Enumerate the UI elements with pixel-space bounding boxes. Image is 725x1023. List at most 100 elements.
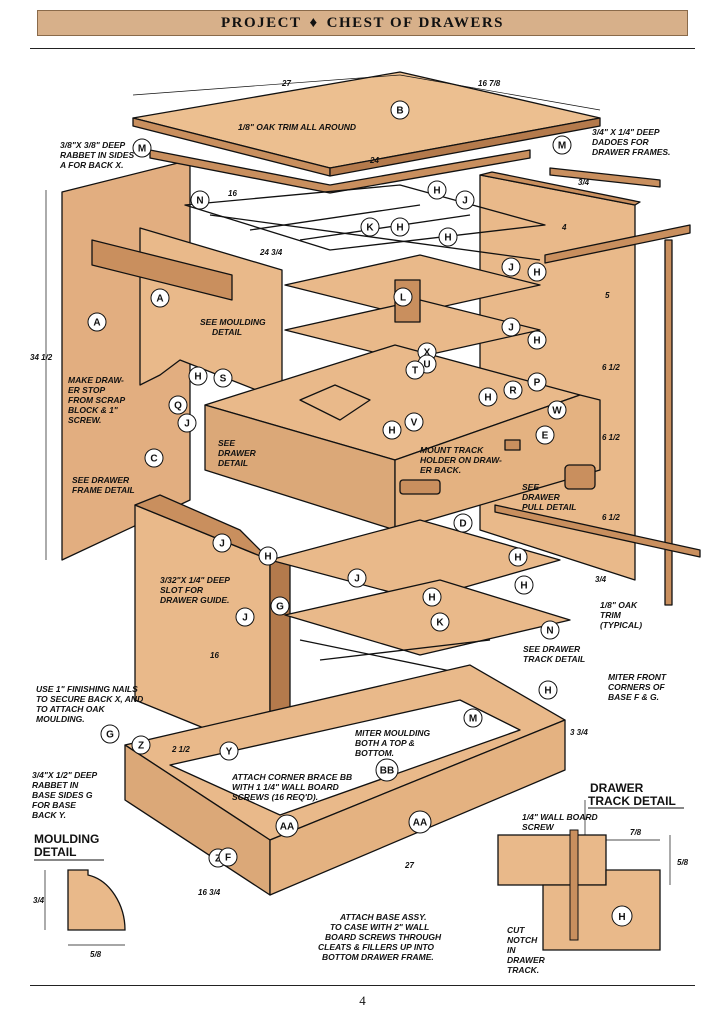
- part-label-circle: [547, 400, 567, 420]
- bottom-rule: [30, 985, 695, 986]
- note-stop-3: FROM SCRAP: [68, 395, 125, 405]
- note-dadoes-2: DADOES FOR: [592, 137, 650, 147]
- part-label: C: [150, 454, 157, 465]
- part-label-circle: [408, 810, 432, 834]
- note-pull-2: DRAWER: [522, 492, 561, 502]
- part-label: A: [93, 318, 100, 329]
- part-label: H: [544, 686, 551, 697]
- note-oak-trim: 1/8" OAK TRIM ALL AROUND: [238, 122, 356, 132]
- part-label-circle: [270, 596, 290, 616]
- part-label-circle: [552, 135, 572, 155]
- part-label-circle: [235, 607, 255, 627]
- part-label-circle: [508, 547, 528, 567]
- part-label: H: [533, 268, 540, 279]
- part-label: H: [433, 186, 440, 197]
- part-label-circle: [188, 366, 208, 386]
- part-label: AA: [413, 818, 427, 829]
- dim-frame-width: 24: [369, 156, 379, 165]
- note-oak-typ-1: 1/8" OAK: [600, 600, 638, 610]
- part-label: K: [366, 223, 374, 234]
- track-part-label: H: [618, 912, 625, 923]
- track-dim-h: 5/8: [677, 858, 689, 867]
- note-brace-2: WITH 1 1/4" WALL BOARD: [232, 782, 339, 792]
- part-label-circle: [390, 100, 410, 120]
- part-label-circle: [275, 814, 299, 838]
- part-label-circle: [347, 568, 367, 588]
- note-rabbet-1: 3/8"X 3/8" DEEP: [60, 140, 126, 150]
- part-label-circle: [382, 420, 402, 440]
- part-label: Q: [174, 401, 182, 412]
- part-label: S: [220, 374, 227, 385]
- note-miter-moulding-2: BOTH A TOP &: [355, 738, 415, 748]
- dim-frame-depth: 16: [228, 189, 237, 198]
- part-label-circle: [87, 312, 107, 332]
- part-label: Z: [138, 741, 144, 752]
- track-notch-4: DRAWER: [507, 955, 546, 965]
- part-label: H: [194, 372, 201, 383]
- note-track-1: MOUNT TRACK: [420, 445, 484, 455]
- part-label: Y: [226, 747, 233, 758]
- moulding-dim-w: 5/8: [90, 950, 102, 959]
- part-label: M: [138, 144, 146, 155]
- part-label-circle: [213, 368, 233, 388]
- note-dadoes-1: 3/4" X 1/4" DEEP: [592, 127, 660, 137]
- part-label-circle: [405, 360, 425, 380]
- part-label: H: [484, 393, 491, 404]
- note-stop-2: ER STOP: [68, 385, 105, 395]
- part-label-circle: [375, 758, 399, 782]
- note-nails-3: TO ATTACH OAK: [36, 704, 105, 714]
- header-separator: ♦: [309, 14, 319, 31]
- part-label-circle: [131, 735, 151, 755]
- note-miter-front-1: MITER FRONT: [608, 672, 667, 682]
- part-label: B: [396, 106, 403, 117]
- track-title-1: DRAWER: [590, 781, 644, 795]
- note-miter-front-2: CORNERS OF: [608, 682, 665, 692]
- part-label-circle: [538, 680, 558, 700]
- part-label-circle: [219, 741, 239, 761]
- part-label-circle: [390, 217, 410, 237]
- dim-d65c: 6 1/2: [602, 513, 620, 522]
- part-label: G: [106, 730, 114, 741]
- note-miter-moulding-1: MITER MOULDING: [355, 728, 430, 738]
- track-screw-2: SCREW: [522, 822, 555, 832]
- note-miter-front-3: BASE F & G.: [608, 692, 659, 702]
- part-label: U: [423, 360, 430, 371]
- note-slot-3: DRAWER GUIDE.: [160, 595, 229, 605]
- moulding-detail: MOULDING DETAIL 3/4 5/8: [33, 832, 126, 959]
- part-label-circle: [503, 380, 523, 400]
- note-base-rabbet-2: RABBET IN: [32, 780, 79, 790]
- part-label: H: [444, 233, 451, 244]
- header-title: CHEST OF DRAWERS: [326, 14, 505, 31]
- track-detail: DRAWER TRACK DETAIL H 1/4" WALL BOARD SC…: [497, 781, 689, 975]
- note-stop-5: SCREW.: [68, 415, 101, 425]
- part-label: Z: [215, 854, 221, 865]
- track-title-2: TRACK DETAIL: [588, 794, 676, 808]
- dim-d65a: 6 1/2: [602, 363, 620, 372]
- part-label: J: [354, 574, 360, 585]
- part-label-circle: [527, 262, 547, 282]
- note-nails-4: MOULDING.: [36, 714, 85, 724]
- dim-d34a: 3/4: [578, 178, 590, 187]
- part-label: H: [428, 593, 435, 604]
- part-label-circle: [501, 257, 521, 277]
- note-track-2: HOLDER ON DRAW-: [420, 455, 502, 465]
- note-brace-1: ATTACH CORNER BRACE BB: [231, 772, 352, 782]
- part-label: G: [276, 602, 284, 613]
- part-label-circle: [404, 412, 424, 432]
- part-label-circle: [501, 317, 521, 337]
- part-label: L: [400, 293, 406, 304]
- part-label-circle: [438, 227, 458, 247]
- part-label: J: [462, 196, 468, 207]
- top-rule: [30, 48, 695, 49]
- note-attach-3: BOARD SCREWS THROUGH: [325, 932, 442, 942]
- part-label: F: [225, 853, 231, 864]
- note-attach-5: BOTTOM DRAWER FRAME.: [322, 952, 434, 962]
- part-label: M: [469, 714, 477, 725]
- note-pull-1: SEE: [522, 482, 539, 492]
- part-label: X: [424, 348, 431, 359]
- part-label: J: [219, 539, 225, 550]
- dim-d65b: 6 1/2: [602, 433, 620, 442]
- note-base-rabbet-1: 3/4"X 1/2" DEEP: [32, 770, 98, 780]
